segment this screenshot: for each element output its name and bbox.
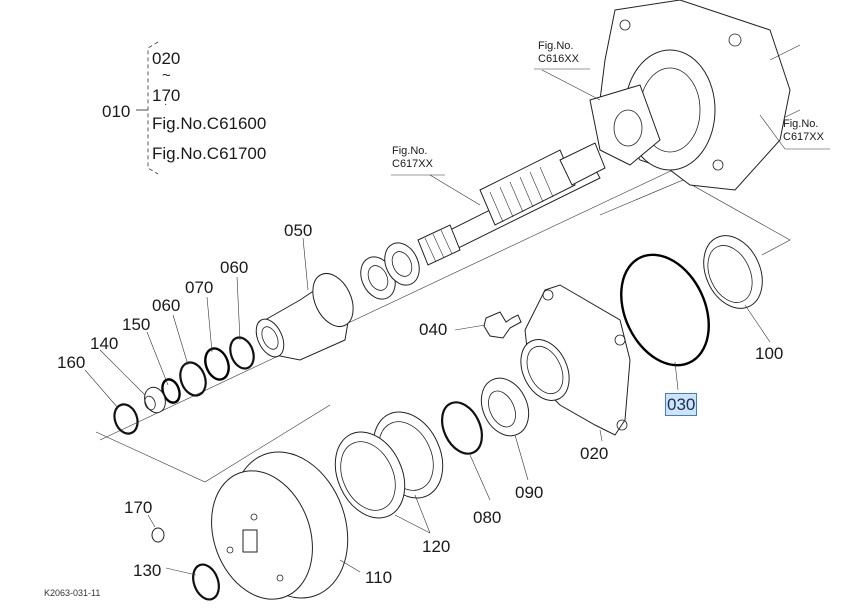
seal-090 bbox=[480, 377, 530, 437]
bearing-100 bbox=[703, 235, 763, 309]
part-label-060[interactable]: 060 bbox=[220, 258, 249, 277]
legend-range-start: 020 bbox=[152, 49, 181, 68]
legend-range-end: 170 bbox=[152, 86, 181, 105]
part-label-080[interactable]: 080 bbox=[473, 508, 502, 527]
bearings-120 bbox=[334, 411, 444, 519]
part-label-110[interactable]: 110 bbox=[365, 568, 393, 587]
drum-110 bbox=[211, 451, 349, 600]
legend-parent: 010 bbox=[102, 102, 131, 121]
part-label-070[interactable]: 070 bbox=[185, 278, 214, 297]
shaft-bearings bbox=[360, 242, 420, 300]
legend-range-sep: ~ bbox=[162, 67, 171, 84]
snap-ring-130 bbox=[192, 563, 220, 601]
figure-ref-c617xx-shaft[interactable]: Fig.No. C617XX bbox=[392, 145, 433, 171]
part-label-030-highlighted[interactable]: 030 bbox=[664, 393, 698, 416]
figure-ref-line1: Fig.No. bbox=[783, 118, 819, 130]
figure-ref-c617xx-right[interactable]: Fig.No. C617XX bbox=[783, 118, 824, 144]
part-label-040[interactable]: 040 bbox=[419, 320, 448, 339]
part-label-090[interactable]: 090 bbox=[515, 483, 544, 502]
snap-ring-080 bbox=[440, 401, 484, 455]
plug-040 bbox=[483, 311, 522, 339]
legend-dot: · bbox=[164, 99, 168, 110]
pin-170 bbox=[151, 527, 165, 543]
drawing-code: K2063-031-11 bbox=[44, 588, 101, 598]
part-label-160[interactable]: 160 bbox=[57, 353, 86, 372]
legend-fig-ref[interactable]: Fig.No.C61600 bbox=[152, 114, 267, 133]
o-ring-030 bbox=[620, 253, 710, 367]
shaft bbox=[417, 142, 606, 266]
part-label-140[interactable]: 140 bbox=[90, 334, 119, 353]
part-label-120[interactable]: 120 bbox=[422, 537, 451, 556]
housing-020 bbox=[520, 284, 631, 436]
figure-ref-line2: C617XX bbox=[783, 131, 824, 143]
part-label-150[interactable]: 150 bbox=[122, 315, 151, 334]
legend-bracket bbox=[136, 41, 159, 175]
transmission-housing bbox=[589, 0, 801, 191]
part-label-130[interactable]: 130 bbox=[133, 561, 162, 580]
figure-ref-c616xx[interactable]: Fig.No. C616XX bbox=[538, 40, 579, 66]
gear-050 bbox=[255, 273, 354, 361]
figure-ref-line2: C617XX bbox=[392, 158, 433, 170]
leader-lines bbox=[84, 68, 830, 576]
figure-ref-line1: Fig.No. bbox=[538, 40, 574, 52]
figure-ref-line2: C616XX bbox=[538, 53, 579, 65]
part-label-050[interactable]: 050 bbox=[284, 221, 313, 240]
part-label-060[interactable]: 060 bbox=[152, 296, 181, 315]
part-label-170[interactable]: 170 bbox=[124, 498, 153, 517]
small-rings bbox=[113, 336, 255, 435]
part-label-020[interactable]: 020 bbox=[580, 444, 609, 463]
figure-ref-line1: Fig.No. bbox=[392, 145, 428, 157]
part-label-100[interactable]: 100 bbox=[755, 344, 784, 363]
legend-fig-ref[interactable]: Fig.No.C61700 bbox=[152, 144, 267, 163]
